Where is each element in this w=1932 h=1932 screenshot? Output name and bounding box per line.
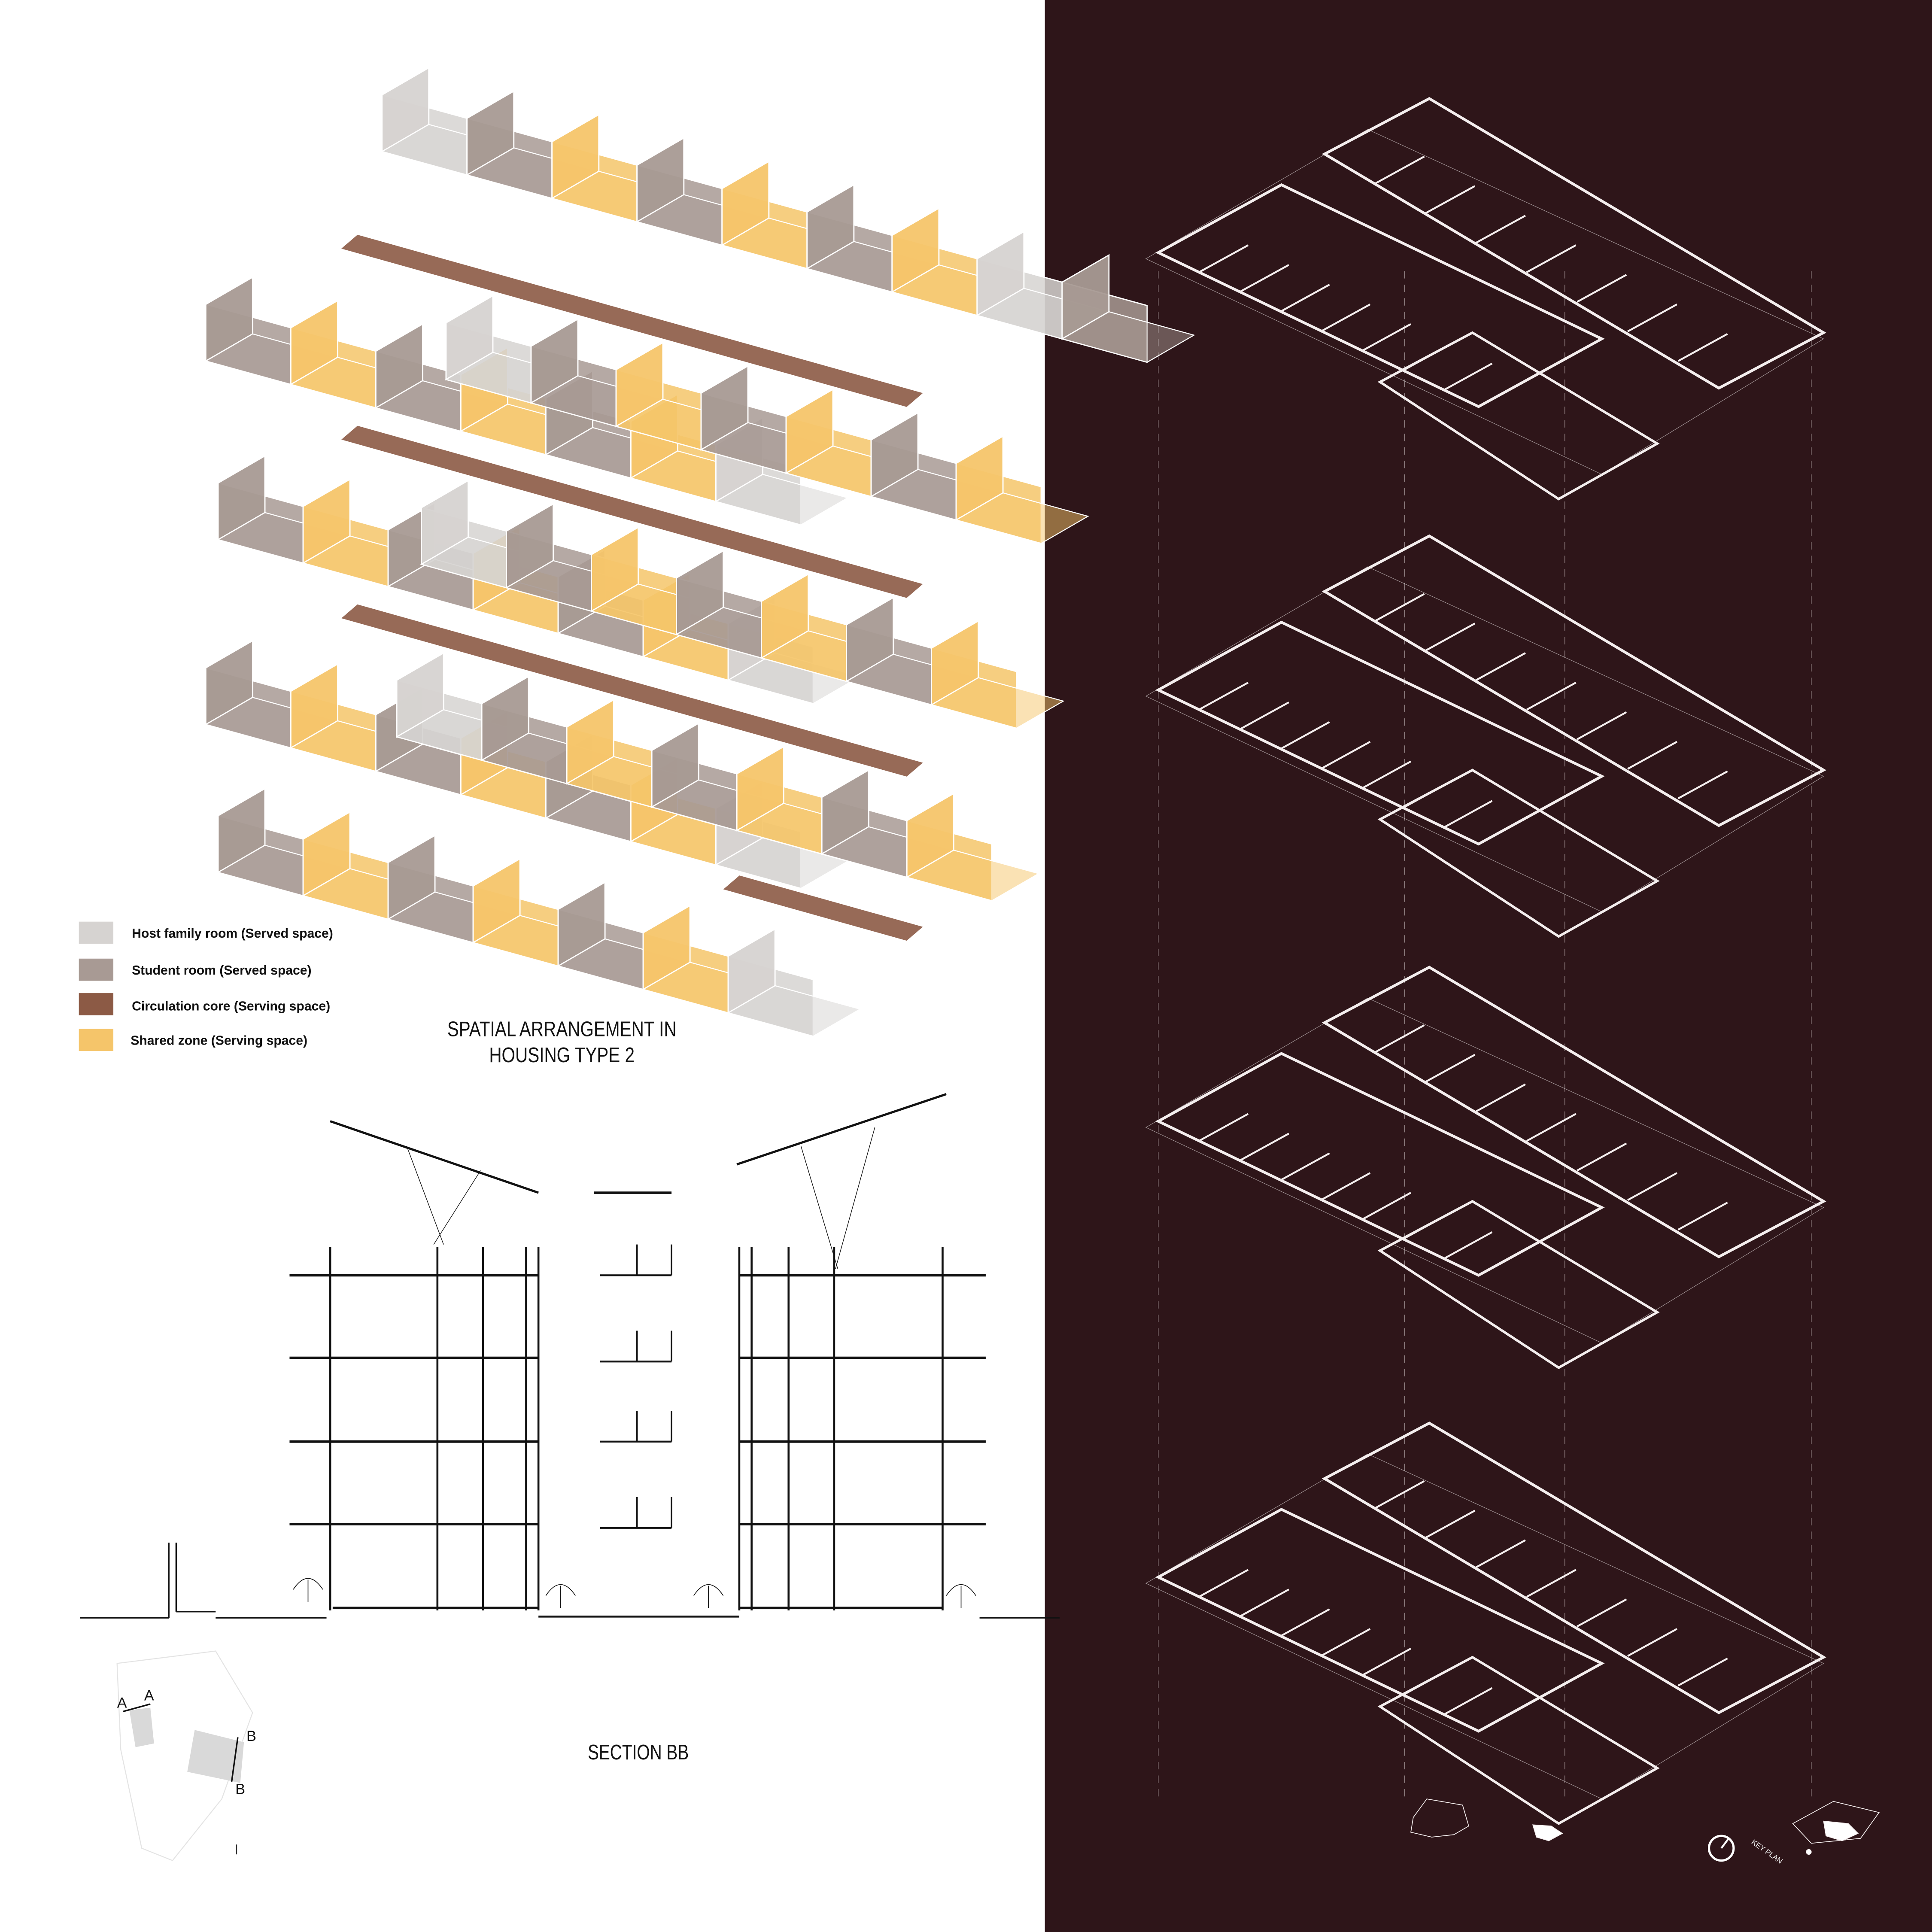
shared-zone [955, 435, 1090, 544]
tree-icon [946, 1584, 976, 1608]
circulation-core [339, 233, 926, 408]
floor-layer-4 [217, 652, 1040, 1037]
axonometric-title-line-2: HOUSING TYPE 2 [489, 1044, 635, 1067]
section-marker-a2: A [144, 1687, 154, 1704]
host-zone [395, 652, 530, 761]
section-marker-a1: A [117, 1695, 127, 1711]
tree-icon [293, 1578, 323, 1602]
host-zone [727, 928, 862, 1037]
legend-label-shared: Shared zone (Serving space) [131, 1034, 307, 1048]
exploded-floor-plans [1145, 97, 1826, 1825]
circulation-core [339, 424, 926, 599]
shared-zone [550, 113, 685, 223]
shared-zone [302, 811, 437, 920]
floor-plan-3 [1145, 534, 1826, 938]
tree-icon [693, 1584, 724, 1608]
legend-swatch-circulation [79, 993, 114, 1015]
legend-label-student: Student room (Served space) [132, 963, 312, 978]
section-a-highlight [129, 1707, 154, 1747]
axonometric-title-line-1: SPATIAL ARRANGEMENT IN [447, 1018, 677, 1041]
shared-zone [905, 792, 1040, 902]
student-zone [557, 881, 692, 990]
key-plan-icon [1410, 1798, 1880, 1855]
floor-layer-3 [204, 479, 1065, 890]
legend-label-circulation: Circulation core (Serving space) [132, 999, 330, 1013]
floor-plan-2 [1145, 966, 1826, 1369]
legend-swatch-host [79, 921, 114, 944]
tree-icon [545, 1584, 576, 1608]
north-arrow-icon [1707, 1835, 1735, 1862]
floor-plan-4 [1145, 97, 1826, 501]
section-title: SECTION BB [588, 1741, 689, 1764]
section-drawing [80, 1093, 1060, 1619]
legend-swatch-shared [79, 1029, 114, 1051]
legend-label-host: Host family room (Served space) [132, 927, 333, 941]
exploded-axonometric [204, 67, 1195, 1037]
student-zone [217, 787, 351, 897]
circulation-core [720, 874, 926, 942]
floor-plan-1 [1145, 1422, 1826, 1825]
left-panel-background [0, 0, 1045, 1932]
section-b-highlight [187, 1730, 244, 1783]
site-key-plan: A A B B [116, 1650, 256, 1861]
shared-zone [930, 620, 1065, 729]
legend-swatch-student [79, 958, 114, 981]
student-zone [1060, 254, 1195, 363]
section-marker-b2: B [235, 1781, 245, 1798]
circulation-core [339, 603, 926, 778]
section-marker-b1: B [246, 1728, 256, 1744]
legend: Host family room (Served space) Student … [79, 921, 333, 1051]
